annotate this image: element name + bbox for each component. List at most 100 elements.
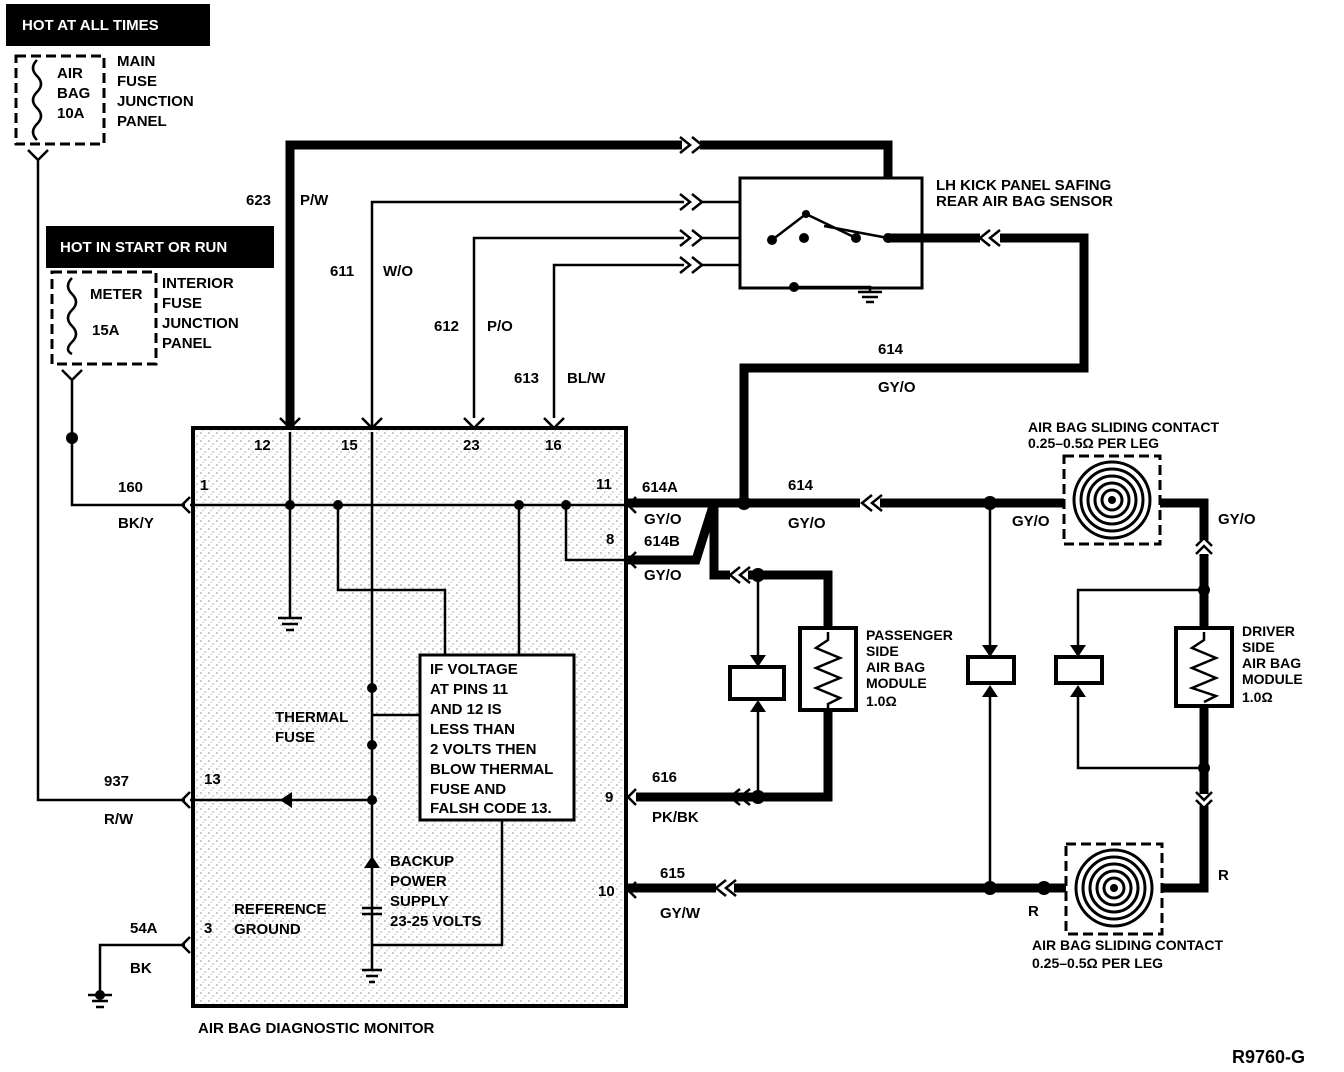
svg-text:613: 613 — [514, 370, 539, 387]
passenger-shorting-bar: 616 PK/BK — [652, 575, 786, 826]
driver-airbag-module — [1160, 626, 1234, 893]
svg-text:REAR AIR BAG SENSOR: REAR AIR BAG SENSOR — [936, 193, 1113, 210]
passenger-airbag-module — [626, 626, 858, 806]
svg-text:616: 616 — [652, 769, 677, 786]
wire-160: 160 BK/Y — [118, 479, 191, 532]
svg-text:13: 13 — [204, 771, 221, 788]
interior-fuse-panel-label: INTERIOR FUSE JUNCTION PANEL — [162, 275, 239, 352]
sliding-contact-bottom-label: AIR BAG SLIDING CONTACT 0.25–0.5Ω PER LE… — [1032, 937, 1224, 971]
svg-text:54A: 54A — [130, 920, 158, 937]
driver-shorting-bar-2 — [1054, 584, 1210, 774]
svg-text:614: 614 — [788, 477, 814, 494]
wire-54A: 54A BK — [88, 920, 191, 1009]
svg-text:R/W: R/W — [104, 811, 134, 828]
svg-text:PK/BK: PK/BK — [652, 809, 699, 826]
svg-text:8: 8 — [606, 531, 614, 548]
svg-text:GY/O: GY/O — [644, 511, 682, 528]
svg-text:GY/O: GY/O — [878, 379, 916, 396]
svg-text:THERMAL: THERMAL — [275, 709, 348, 726]
svg-text:10: 10 — [598, 883, 615, 900]
svg-text:W/O: W/O — [383, 263, 413, 280]
main-fuse-panel-label: MAIN FUSE JUNCTION PANEL — [117, 53, 194, 130]
main-fuse-wire — [27, 149, 185, 802]
svg-text:MODULE: MODULE — [1242, 671, 1303, 687]
wire-614A: 614A GY/O 614 GY/O GY/O — [626, 477, 1064, 532]
svg-text:623: 623 — [246, 192, 271, 209]
svg-text:GY/O: GY/O — [1012, 513, 1050, 530]
hot-at-all-times-header: HOT AT ALL TIMES — [6, 4, 210, 46]
main-fuse: AIR BAG 10A — [14, 54, 106, 146]
svg-text:SIDE: SIDE — [866, 643, 899, 659]
svg-text:REFERENCE: REFERENCE — [234, 901, 327, 918]
svg-text:HOT IN START OR RUN: HOT IN START OR RUN — [60, 239, 227, 256]
svg-text:937: 937 — [104, 773, 129, 790]
figure-id: R9760-G — [1232, 1047, 1305, 1067]
svg-text:MAIN: MAIN — [117, 53, 155, 70]
monitor-name: AIR BAG DIAGNOSTIC MONITOR — [198, 1020, 435, 1037]
svg-text:612: 612 — [434, 318, 459, 335]
sliding-contact-bottom — [1064, 842, 1164, 936]
svg-text:AIR BAG: AIR BAG — [1242, 655, 1301, 671]
svg-text:BACKUP: BACKUP — [390, 853, 454, 870]
interior-fuse-wire — [61, 369, 185, 507]
svg-text:GY/O: GY/O — [1218, 511, 1256, 528]
svg-text:0.25–0.5Ω PER LEG: 0.25–0.5Ω PER LEG — [1028, 435, 1159, 451]
svg-text:2 VOLTS THEN: 2 VOLTS THEN — [430, 741, 536, 758]
svg-text:AND 12 IS: AND 12 IS — [430, 701, 502, 718]
passenger-airbag-label: PASSENGER SIDE AIR BAG MODULE 1.0Ω — [866, 627, 953, 709]
thermal-fuse-label: THERMAL FUSE — [275, 709, 348, 746]
svg-text:BK/Y: BK/Y — [118, 515, 154, 532]
svg-text:BLOW THERMAL: BLOW THERMAL — [430, 761, 553, 778]
svg-text:SIDE: SIDE — [1242, 639, 1275, 655]
svg-text:P/O: P/O — [487, 318, 513, 335]
svg-text:SUPPLY: SUPPLY — [390, 893, 449, 910]
sliding-contact-top — [1062, 454, 1162, 546]
svg-text:MODULE: MODULE — [866, 675, 927, 691]
svg-text:AIR BAG SLIDING CONTACT: AIR BAG SLIDING CONTACT — [1032, 937, 1224, 953]
svg-text:611: 611 — [330, 263, 354, 280]
svg-text:15A: 15A — [92, 322, 120, 339]
svg-text:R: R — [1218, 867, 1229, 884]
svg-text:AT PINS 11: AT PINS 11 — [430, 681, 508, 698]
svg-text:P/W: P/W — [300, 192, 329, 209]
thermal-fuse-note: IF VOLTAGE AT PINS 11 AND 12 IS LESS THA… — [418, 653, 576, 822]
svg-text:614: 614 — [878, 341, 904, 358]
svg-text:DRIVER: DRIVER — [1242, 623, 1295, 639]
svg-text:1: 1 — [200, 477, 208, 494]
svg-text:PASSENGER: PASSENGER — [866, 627, 953, 643]
svg-text:3: 3 — [204, 920, 212, 937]
svg-text:615: 615 — [660, 865, 685, 882]
svg-text:IF VOLTAGE: IF VOLTAGE — [430, 661, 518, 678]
interior-fuse: METER 15A — [50, 270, 158, 366]
svg-text:METER: METER — [90, 286, 143, 303]
svg-text:1.0Ω: 1.0Ω — [866, 693, 897, 709]
driver-shorting-bar-1 — [966, 503, 1016, 888]
svg-text:16: 16 — [545, 437, 562, 454]
svg-text:INTERIOR: INTERIOR — [162, 275, 234, 292]
svg-text:12: 12 — [254, 437, 271, 454]
svg-text:FUSE: FUSE — [275, 729, 315, 746]
svg-text:JUNCTION: JUNCTION — [162, 315, 239, 332]
svg-text:FUSE: FUSE — [162, 295, 202, 312]
reference-ground-label: REFERENCE GROUND — [234, 901, 327, 938]
driver-upper-wire: GY/O — [1160, 498, 1256, 628]
svg-text:10A: 10A — [57, 105, 85, 122]
svg-text:9: 9 — [605, 789, 613, 806]
svg-text:BAG: BAG — [57, 85, 90, 102]
driver-airbag-label: DRIVER SIDE AIR BAG MODULE 1.0Ω R — [1218, 623, 1303, 884]
wire-611: 611 W/O — [330, 193, 774, 430]
svg-text:PANEL: PANEL — [162, 335, 212, 352]
monitor-pins: 12 15 23 16 1 11 8 13 9 10 3 — [200, 437, 615, 937]
hot-in-start-or-run-header: HOT IN START OR RUN — [46, 226, 274, 268]
svg-text:AIR BAG: AIR BAG — [866, 659, 925, 675]
svg-text:614A: 614A — [642, 479, 678, 496]
svg-text:LH KICK PANEL SAFING: LH KICK PANEL SAFING — [936, 177, 1111, 194]
svg-text:JUNCTION: JUNCTION — [117, 93, 194, 110]
svg-text:11: 11 — [596, 476, 612, 493]
svg-text:GY/O: GY/O — [788, 515, 826, 532]
safing-sensor-label: LH KICK PANEL SAFING REAR AIR BAG SENSOR — [936, 177, 1113, 210]
wire-615: 615 GY/W R — [626, 865, 1066, 922]
svg-text:0.25–0.5Ω PER LEG: 0.25–0.5Ω PER LEG — [1032, 955, 1163, 971]
wire-937: 937 R/W — [104, 773, 191, 828]
